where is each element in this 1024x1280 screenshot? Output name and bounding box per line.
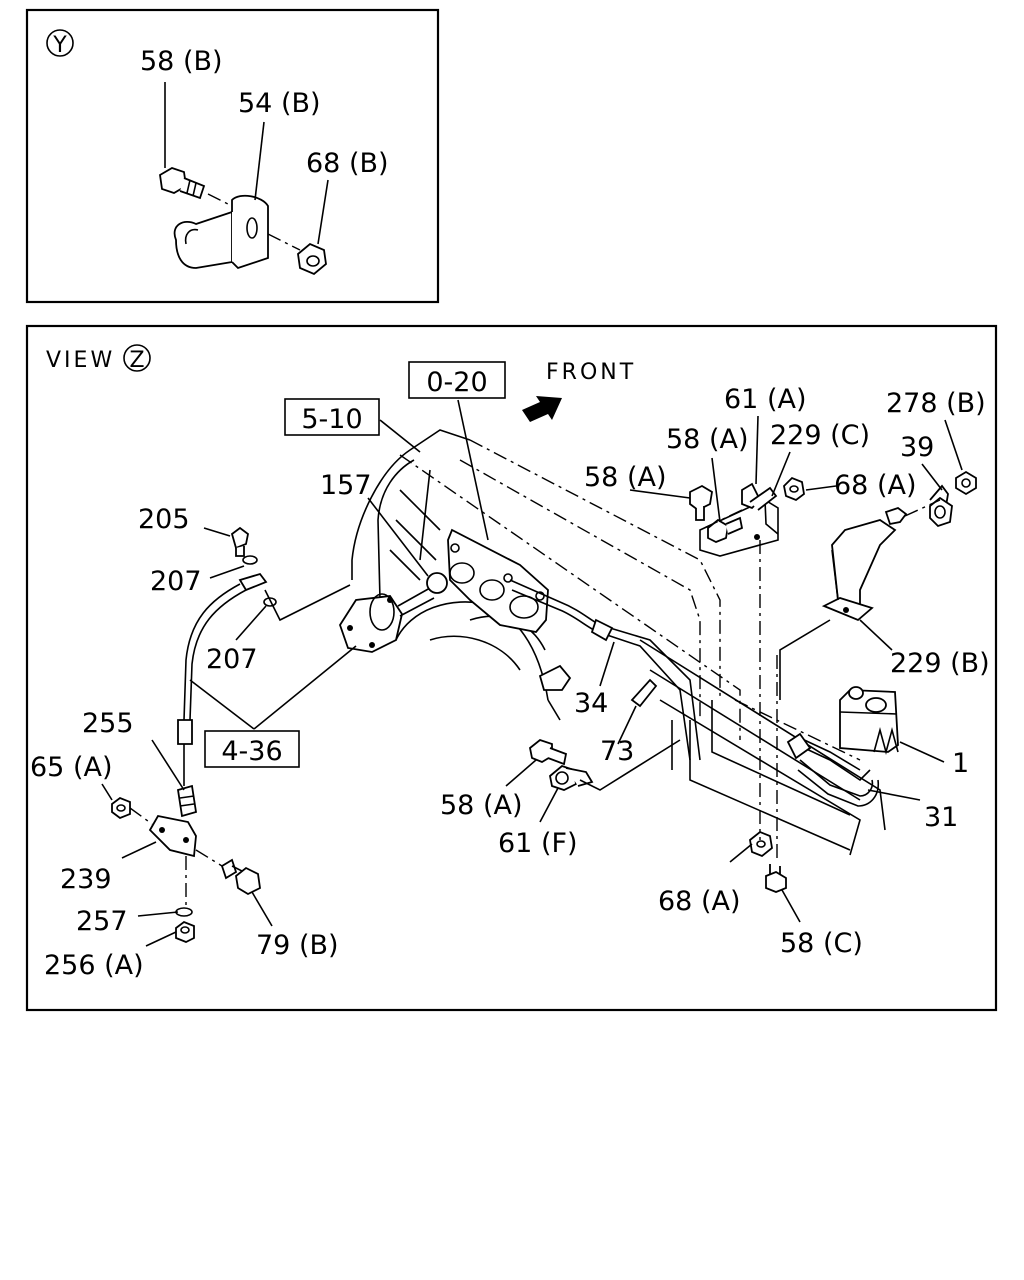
view-z-marker: Z [129, 348, 144, 373]
label-79b: 79 (B) [256, 930, 339, 961]
bolt-39-icon [884, 484, 953, 528]
bolt-58a-top-icon [689, 484, 713, 521]
view-z-frame [25, 324, 998, 1012]
label-39: 39 [900, 432, 934, 463]
front-label: FRONT [546, 360, 636, 385]
label-58b: 58 (B) [140, 46, 223, 77]
view-z-marker-circle [123, 344, 151, 372]
label-68a-bot: 68 (A) [658, 886, 740, 917]
engine-block-icon [351, 429, 721, 721]
front-arrow-icon [522, 396, 562, 422]
label-34: 34 [574, 688, 608, 719]
gasket-icon [426, 572, 448, 594]
reservoir-icon [786, 686, 899, 807]
label-54b: 54 (B) [238, 88, 321, 119]
label-31: 31 [924, 802, 958, 833]
actuator-icon [339, 572, 448, 653]
label-239: 239 [60, 864, 112, 895]
label-157: 157 [320, 470, 372, 501]
bracket-229b-icon [821, 519, 897, 622]
label-58c: 58 (C) [780, 928, 863, 959]
inset-y-panel: Y 58 (B) 54 (B) 68 (B) [25, 8, 440, 304]
label-229b: 229 (B) [890, 648, 990, 679]
label-278b: 278 (B) [886, 388, 986, 419]
label-207b: 207 [206, 644, 258, 675]
label-68b: 68 (B) [306, 148, 389, 179]
label-1: 1 [952, 748, 969, 779]
frame-rail-icon [399, 454, 886, 856]
nut-68a-top-icon [783, 476, 805, 502]
label-257: 257 [76, 906, 128, 937]
clip-61f-icon [549, 764, 594, 791]
view-z-panel: VIEW Z FRONT 0-20 5-10 4-36 [25, 324, 998, 1012]
bracket-239-icon [111, 744, 261, 943]
ref-5-10: 5-10 [301, 404, 362, 435]
label-205: 205 [138, 504, 190, 535]
ref-box-0-20 [408, 361, 506, 399]
label-61f: 61 (F) [498, 828, 578, 859]
label-68a-top: 68 (A) [834, 470, 916, 501]
bracket-229c-icon [699, 482, 779, 557]
ref-box-5-10 [284, 398, 380, 436]
view-z-title: VIEW [46, 348, 115, 373]
inset-y-frame [25, 8, 440, 304]
label-229c: 229 (C) [770, 420, 870, 451]
label-58a-top: 58 (A) [584, 462, 666, 493]
bolt-58a-mid-icon [707, 516, 744, 543]
label-73: 73 [600, 736, 634, 767]
bolt-58a-low-icon [529, 738, 568, 766]
tube-icon [630, 678, 658, 708]
bleeder-hose-icon [177, 526, 351, 745]
inset-y-marker: Y [52, 33, 67, 58]
ref-box-4-36 [204, 730, 300, 768]
label-58a-low: 58 (A) [440, 790, 522, 821]
bolt-icon [159, 167, 231, 206]
label-256a: 256 (A) [44, 950, 144, 981]
ref-0-20: 0-20 [426, 367, 487, 398]
bolt-58c-icon [765, 864, 787, 893]
ref-4-36: 4-36 [221, 736, 282, 767]
hose-icon [509, 579, 701, 761]
label-207a: 207 [150, 566, 202, 597]
nut-icon [297, 242, 327, 276]
label-61a: 61 (A) [724, 384, 806, 415]
inset-y-marker-circle [46, 29, 74, 57]
clip-icon [173, 194, 301, 270]
nut-278b-icon [955, 470, 977, 496]
leader-lines [101, 399, 963, 947]
label-255: 255 [82, 708, 134, 739]
label-65a: 65 (A) [30, 752, 112, 783]
label-58a-mid: 58 (A) [666, 424, 748, 455]
nut-68a-bot-icon [749, 830, 773, 858]
